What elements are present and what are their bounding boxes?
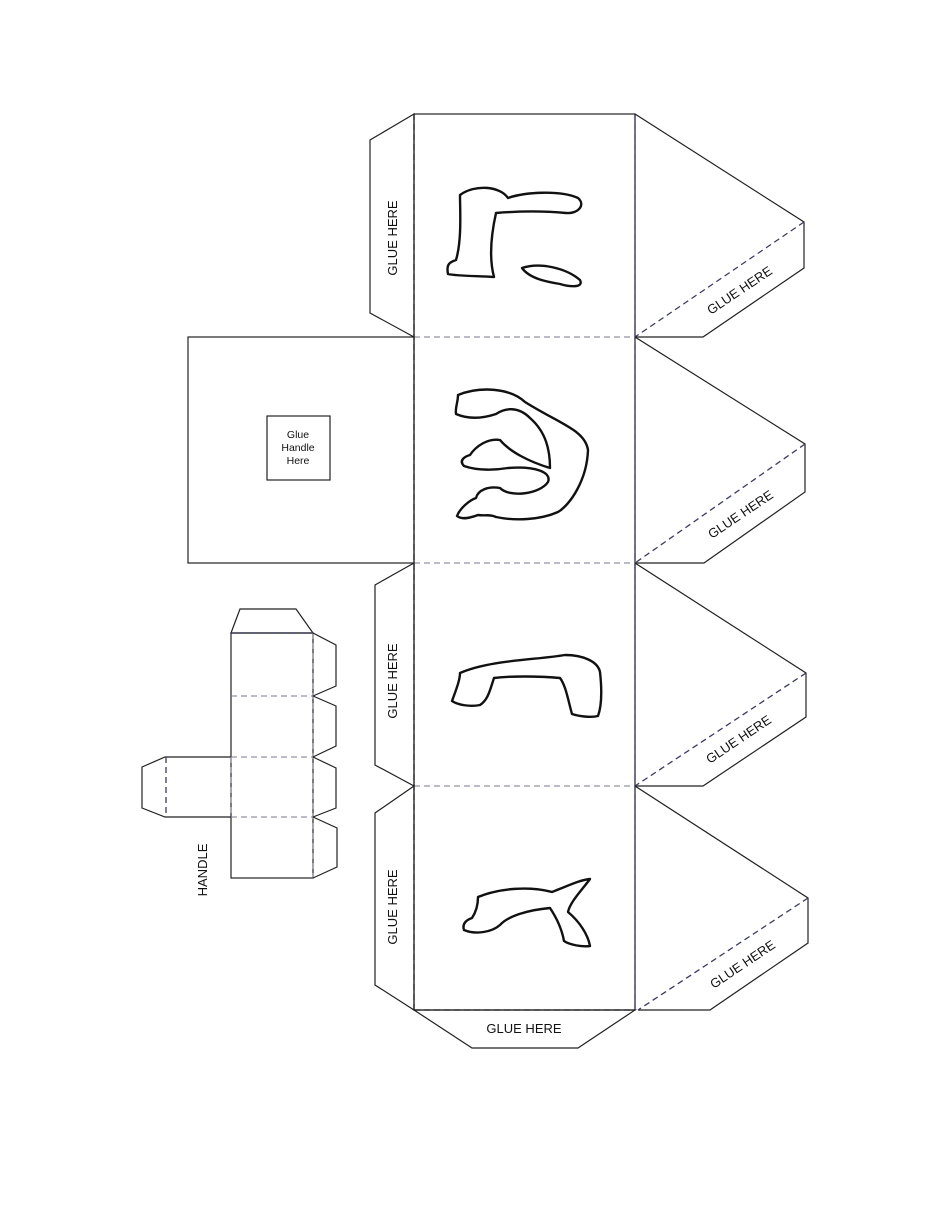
tip-panels bbox=[634, 113, 809, 1011]
glue-handle-line-1: Glue bbox=[287, 429, 309, 441]
glue-handle-line-2: Handle bbox=[281, 442, 314, 454]
letter-gimel bbox=[462, 877, 592, 948]
glue-label-left-3: GLUE HERE bbox=[385, 869, 400, 944]
letter-nun bbox=[446, 186, 583, 288]
handle-label: HANDLE bbox=[195, 843, 210, 896]
handle-net bbox=[141, 608, 338, 879]
left-glue-tabs bbox=[369, 112, 415, 1012]
glue-label-tip-4: GLUE HERE bbox=[707, 937, 778, 992]
letter-hei bbox=[450, 653, 603, 719]
glue-label-left-1: GLUE HERE bbox=[385, 200, 400, 275]
glue-handle-line-3: Here bbox=[287, 455, 310, 467]
glue-label-tip-1: GLUE HERE bbox=[704, 263, 775, 318]
top-panel bbox=[187, 336, 415, 564]
glue-handle-box bbox=[266, 415, 331, 481]
glue-label-tip-3: GLUE HERE bbox=[703, 712, 774, 767]
glue-label-left-2: GLUE HERE bbox=[385, 643, 400, 718]
letter-shin bbox=[454, 388, 590, 521]
bottom-glue-tab bbox=[411, 1009, 637, 1049]
glue-label-tip-2: GLUE HERE bbox=[705, 487, 776, 542]
face-column bbox=[413, 113, 636, 1011]
glue-label-bottom: GLUE HERE bbox=[486, 1021, 561, 1036]
